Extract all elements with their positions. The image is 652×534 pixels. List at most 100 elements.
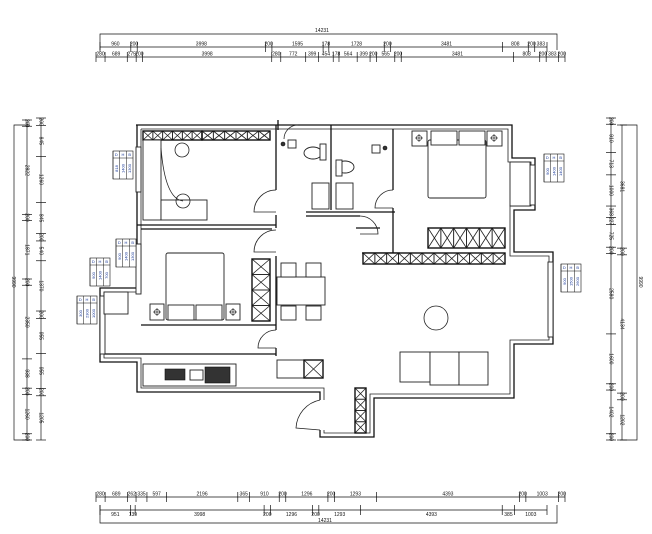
dimension-label: 383	[537, 42, 546, 48]
dimension-label: 1003	[525, 512, 536, 518]
tag-key: B	[559, 155, 562, 160]
dimension-label: 808	[511, 42, 520, 48]
tag-key: H	[125, 240, 128, 245]
tag-key: D	[79, 297, 82, 302]
dimension-label: 772	[289, 52, 298, 58]
dimension-label: 713	[608, 160, 614, 169]
dimension-label: 280	[96, 52, 105, 58]
dimension-label: 385	[504, 512, 513, 518]
dining-area	[276, 262, 326, 321]
tag-value: 1500	[569, 276, 574, 286]
dimension-label: 178	[322, 42, 331, 48]
tag-key: H	[99, 259, 102, 264]
dimension-label: 1205	[38, 412, 44, 423]
dimension-label: 1296	[301, 492, 312, 498]
dimension-label: 200	[38, 117, 44, 126]
dimension-label: 200	[619, 247, 625, 256]
dimension-label: 1003	[537, 492, 548, 498]
desk	[160, 199, 208, 221]
tag-key: D	[546, 155, 549, 160]
tag-key: D	[118, 240, 121, 245]
tag-key: H	[86, 297, 89, 302]
dimension-total: 14231	[318, 518, 332, 524]
stove-icon	[164, 368, 186, 381]
dimension-total: 14231	[315, 28, 329, 34]
tag-key: H	[122, 152, 125, 157]
tag-key: B	[92, 297, 95, 302]
tag-key: D	[92, 259, 95, 264]
dimension-label: 200	[38, 388, 44, 397]
tag-value: 900	[117, 252, 122, 259]
dimension-total: 9990	[10, 276, 16, 287]
tag-key: D	[115, 152, 118, 157]
balcony-cabinet	[103, 291, 129, 315]
dimension-label: 454	[322, 52, 331, 58]
tag-value: 900	[91, 271, 96, 278]
tag-value: 2600	[575, 276, 580, 286]
sink-icon	[311, 182, 330, 210]
doors	[253, 124, 394, 431]
coffee-table	[423, 305, 449, 331]
dimension-label: 365	[240, 492, 249, 498]
dimension-label: 200	[369, 52, 378, 58]
tag-value: 818	[114, 164, 119, 171]
dimension-label: 200	[327, 492, 336, 498]
bed	[427, 139, 487, 199]
tag-key: B	[576, 265, 579, 270]
dimension-label: 938	[24, 369, 30, 378]
dimension-label: 597	[152, 492, 161, 498]
dimension-label: 275	[128, 52, 137, 58]
dimension-label: 845	[38, 214, 44, 223]
dimension-label: 200	[527, 42, 536, 48]
dimension-label: 200	[24, 433, 30, 442]
bed	[165, 252, 225, 321]
tag-value: 1400	[552, 166, 557, 176]
tag-value: 1400	[98, 270, 103, 280]
dimension-label: 565	[381, 52, 390, 58]
dimension-label: 564	[344, 52, 353, 58]
dimension-label: 689	[112, 52, 121, 58]
tag-key: H	[553, 155, 556, 160]
dimension-label: 808	[523, 52, 532, 58]
tag-key: B	[105, 259, 108, 264]
bathrooms	[280, 139, 388, 210]
dimension-label: 4393	[442, 492, 453, 498]
dimension-label: 3681	[619, 181, 625, 192]
dimension-label: 955	[38, 367, 44, 376]
dimension-label: 960	[111, 42, 120, 48]
dimension-label: 3481	[441, 42, 452, 48]
dimension-label: 2580	[608, 288, 614, 299]
living-room	[354, 252, 506, 434]
dimension-label: 3481	[452, 52, 463, 58]
dimension-label: 200	[558, 52, 567, 58]
dimension-label: 280	[272, 52, 281, 58]
dimension-label: 335	[137, 492, 146, 498]
tag-value: 900	[545, 167, 550, 174]
dimension-label: 200	[263, 512, 272, 518]
bedroom-1	[142, 130, 271, 221]
dimension-label: 200	[38, 311, 44, 320]
dimension-label: 200	[608, 117, 614, 126]
dimension-label: 200	[311, 512, 320, 518]
dimension-label: 4134	[619, 318, 625, 329]
dimension-label: 540	[38, 247, 44, 256]
dimension-label: 200	[24, 119, 30, 128]
dimension-label: 725	[608, 232, 614, 241]
dimension-label: 1296	[286, 512, 297, 518]
dimension-label: 1402	[608, 406, 614, 417]
dimension-total: 9990	[637, 276, 643, 287]
dimension-label: 200	[130, 42, 139, 48]
dimension-label: 3998	[196, 42, 207, 48]
sink-icon	[335, 182, 354, 210]
dimension-label: 1728	[351, 42, 362, 48]
kitchen	[103, 291, 324, 387]
dimension-label: 1293	[350, 492, 361, 498]
dimension-label: 227	[608, 217, 614, 226]
tag-key: B	[131, 240, 134, 245]
